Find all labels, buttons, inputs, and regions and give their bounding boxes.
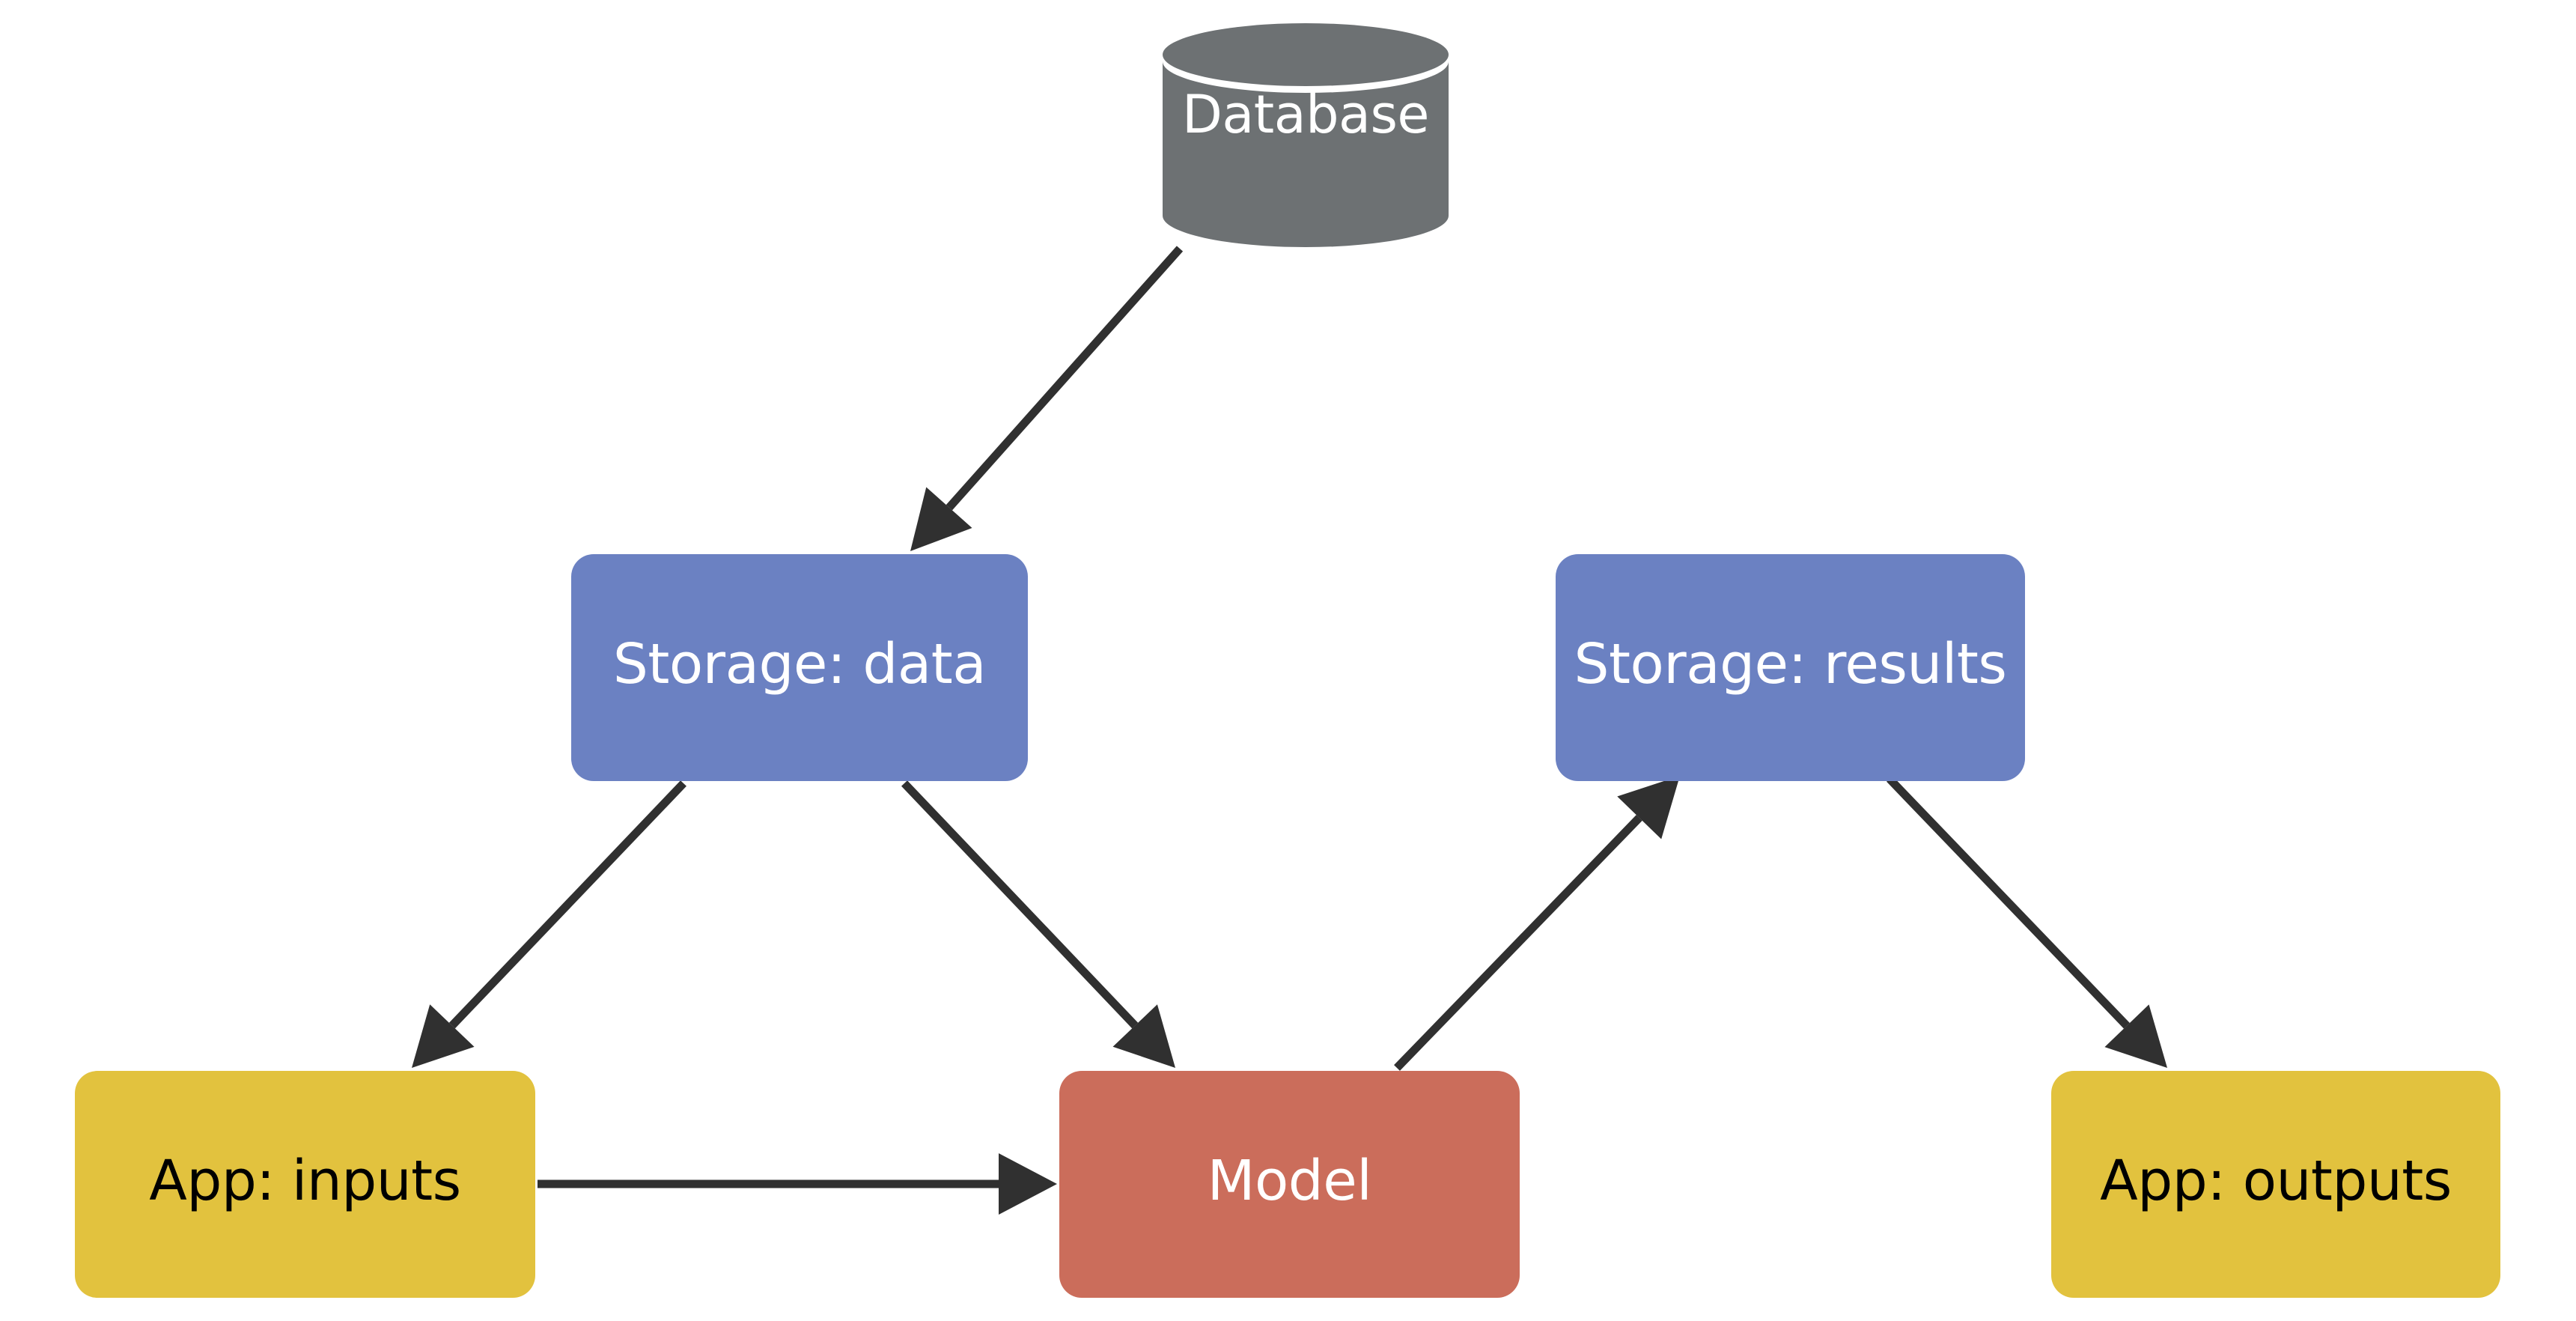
edge-app_inputs-to-model xyxy=(538,1153,1057,1215)
edge-shaft xyxy=(901,780,1139,1029)
edge-model-to-storage_results xyxy=(1394,776,1680,1071)
node-storage_results[interactable]: Storage: results xyxy=(1556,554,2025,781)
cylinder-body xyxy=(1163,61,1449,247)
arrowhead-icon xyxy=(910,487,972,551)
cylinder-top-cap xyxy=(1163,23,1449,86)
edge-storage_data-to-model xyxy=(901,780,1175,1068)
arrowhead-icon xyxy=(412,1004,475,1068)
node-database[interactable]: Database xyxy=(1163,23,1449,247)
node-model[interactable]: Model xyxy=(1059,1071,1520,1298)
node-box[interactable] xyxy=(1556,554,2025,781)
node-app_inputs[interactable]: App: inputs xyxy=(75,1071,535,1298)
node-box[interactable] xyxy=(75,1071,535,1298)
edges-layer xyxy=(412,246,2167,1215)
node-box[interactable] xyxy=(571,554,1028,781)
edge-shaft xyxy=(1887,776,2130,1029)
node-box[interactable] xyxy=(2051,1071,2500,1298)
node-app_outputs[interactable]: App: outputs xyxy=(2051,1071,2500,1298)
edge-storage_results-to-app_outputs xyxy=(1887,776,2167,1068)
node-box[interactable] xyxy=(1059,1071,1520,1298)
edge-shaft xyxy=(448,780,686,1029)
node-storage_data[interactable]: Storage: data xyxy=(571,554,1028,781)
arrowhead-icon xyxy=(1617,776,1680,839)
arrowhead-icon xyxy=(2104,1004,2167,1068)
edge-database-to-storage_data xyxy=(910,246,1184,551)
edge-shaft xyxy=(946,246,1184,511)
arrowhead-icon xyxy=(999,1153,1057,1215)
arrowhead-icon xyxy=(1112,1004,1175,1068)
edge-shaft xyxy=(1394,815,1642,1071)
edge-storage_data-to-app_inputs xyxy=(412,780,686,1068)
